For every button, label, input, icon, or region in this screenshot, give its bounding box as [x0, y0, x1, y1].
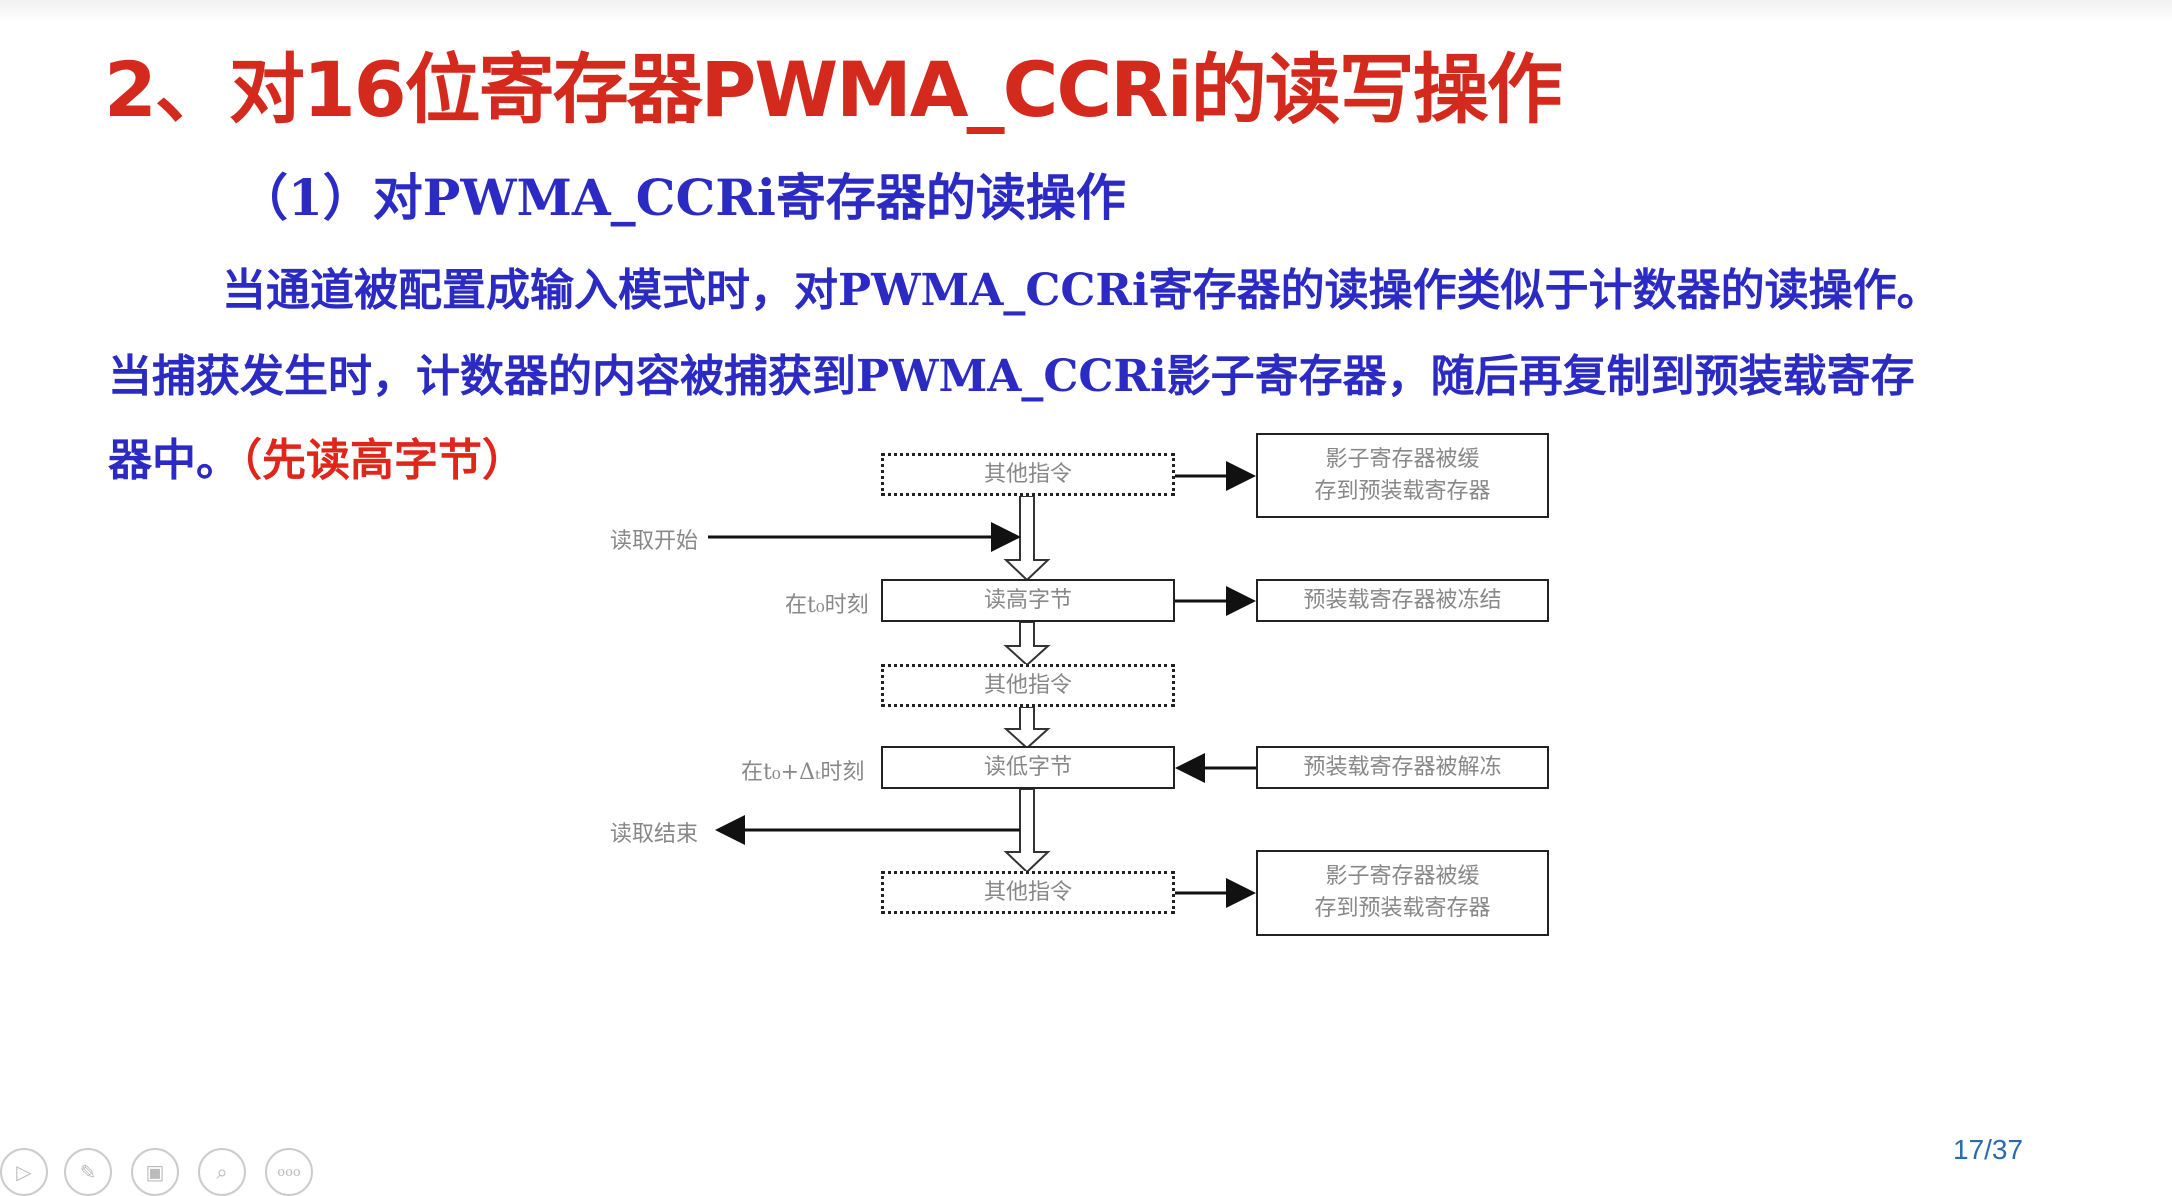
step-read-high-byte: 读高字节 — [881, 579, 1175, 622]
more-button[interactable]: ooo — [265, 1148, 313, 1196]
flow-arrow-3 — [1003, 706, 1051, 750]
flow-arrows — [1003, 495, 1051, 874]
paragraph-line-3: 器中。（先读高字节） — [108, 424, 526, 488]
flow-arrow-1 — [1003, 495, 1051, 582]
side-box-frozen: 预装载寄存器被冻结 — [1256, 579, 1549, 622]
paragraph-highlight: （先读高字节） — [240, 435, 526, 486]
slides-button[interactable]: ▣ — [131, 1148, 179, 1196]
label-time-t0-delta: 在t₀+Δₜ时刻 — [741, 760, 865, 785]
page-indicator: 17/37 — [1953, 1134, 2024, 1165]
top-band — [0, 0, 2172, 22]
label-read-end: 读取结束 — [610, 822, 699, 847]
label-read-start: 读取开始 — [610, 529, 699, 554]
zoom-button[interactable]: ⌕ — [198, 1148, 246, 1196]
slide-title: 2、对16位寄存器PWMA_CCRi的读写操作 — [104, 45, 1563, 134]
side-box-unfrozen: 预装载寄存器被解冻 — [1256, 746, 1549, 789]
paragraph-line-2: 当捕获发生时，计数器的内容被捕获到PWMA_CCRi影子寄存器，随后再复制到预装… — [108, 351, 1915, 402]
slide-subtitle: （1）对PWMA_CCRi寄存器的读操作 — [238, 168, 1126, 227]
side-box-shadow-buffered-1: 影子寄存器被缓存到预装载寄存器 — [1256, 433, 1549, 518]
pen-button[interactable]: ✎ — [64, 1148, 112, 1196]
step-read-low-byte: 读低字节 — [881, 746, 1175, 789]
paragraph-line-1: 当通道被配置成输入模式时，对PWMA_CCRi寄存器的读操作类似于计数器的读操作… — [222, 265, 1941, 316]
flow-arrow-2 — [1003, 621, 1051, 667]
more-icon: ooo — [277, 1164, 301, 1180]
zoom-icon: ⌕ — [216, 1160, 228, 1184]
play-icon: ▷ — [16, 1160, 32, 1184]
step-other-instruction-1: 其他指令 — [881, 453, 1175, 496]
step-other-instruction-3: 其他指令 — [881, 871, 1175, 914]
step-other-instruction-2: 其他指令 — [881, 664, 1175, 707]
slides-icon: ▣ — [145, 1160, 165, 1184]
label-time-t0: 在t₀时刻 — [785, 593, 869, 618]
pen-icon: ✎ — [79, 1160, 97, 1184]
play-button[interactable]: ▷ — [0, 1148, 48, 1196]
side-box-shadow-buffered-2: 影子寄存器被缓存到预装载寄存器 — [1256, 850, 1549, 936]
flow-arrow-4 — [1003, 788, 1051, 874]
paragraph-line-3-start: 器中。 — [108, 435, 240, 486]
